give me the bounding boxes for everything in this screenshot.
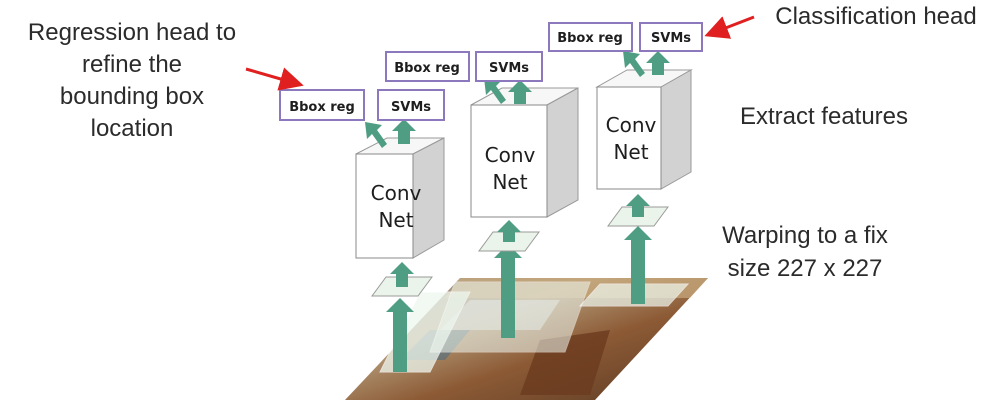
conv-net-label: Net (378, 208, 413, 232)
bbox-arrow-2 (484, 78, 506, 104)
warp-arrow-1 (390, 262, 414, 287)
svms-label: SVMs (651, 31, 691, 46)
heads-net-2: Bbox reg SVMs (385, 51, 543, 82)
region-arrow-3 (624, 226, 652, 304)
svm-arrow-2 (508, 80, 532, 104)
conv-net-2: Conv Net (470, 87, 579, 218)
region-arrow-1 (386, 298, 414, 372)
heads-net-3: Bbox reg SVMs (548, 22, 703, 52)
bbox-reg-box (279, 89, 365, 121)
regression-head-line-4: location (91, 115, 174, 142)
regression-head-line-1: Regression head to (28, 19, 236, 46)
svms-label: SVMs (489, 61, 529, 76)
svms-label: SVMs (391, 100, 431, 115)
svm-arrow-1 (392, 119, 416, 144)
conv-net-1: Conv Net (355, 137, 445, 259)
regression-pointer-arrow (245, 67, 304, 91)
bbox-arrow-1 (365, 122, 387, 148)
heads-net-1: Bbox reg SVMs (279, 89, 445, 121)
conv-net-label: Net (613, 140, 648, 164)
bbox-reg-box (548, 22, 633, 52)
conv-net-3: Conv Net (595, 69, 693, 190)
regression-head-line-2: refine the (82, 51, 182, 78)
bbox-reg-label: Bbox reg (557, 31, 623, 46)
bbox-arrow-3 (623, 51, 645, 77)
conv-net-label: Conv (485, 143, 536, 167)
conv-net-label: Conv (371, 181, 422, 205)
warp-arrow-2 (497, 220, 521, 242)
svms-box (377, 89, 445, 121)
svms-box (639, 22, 703, 52)
classification-pointer-arrow (704, 15, 755, 39)
regression-head-line-3: bounding box (60, 83, 204, 110)
bbox-reg-label: Bbox reg (289, 100, 355, 115)
svm-arrow-3 (646, 51, 670, 75)
head-arrows (365, 51, 670, 148)
warp-arrow-3 (626, 194, 650, 217)
bbox-reg-label: Bbox reg (394, 61, 460, 76)
warp-arrows (390, 194, 650, 287)
conv-net-label: Net (492, 170, 527, 194)
warping-line-1: Warping to a fix (722, 222, 888, 249)
svms-box (475, 51, 543, 82)
extract-features-label: Extract features (740, 103, 908, 130)
bbox-reg-box (385, 51, 470, 82)
region-arrows (386, 226, 652, 372)
classification-head-label: Classification head (775, 3, 976, 30)
conv-net-label: Conv (606, 113, 657, 137)
region-arrow-2 (494, 244, 522, 338)
warping-line-2: size 227 x 227 (728, 255, 883, 282)
